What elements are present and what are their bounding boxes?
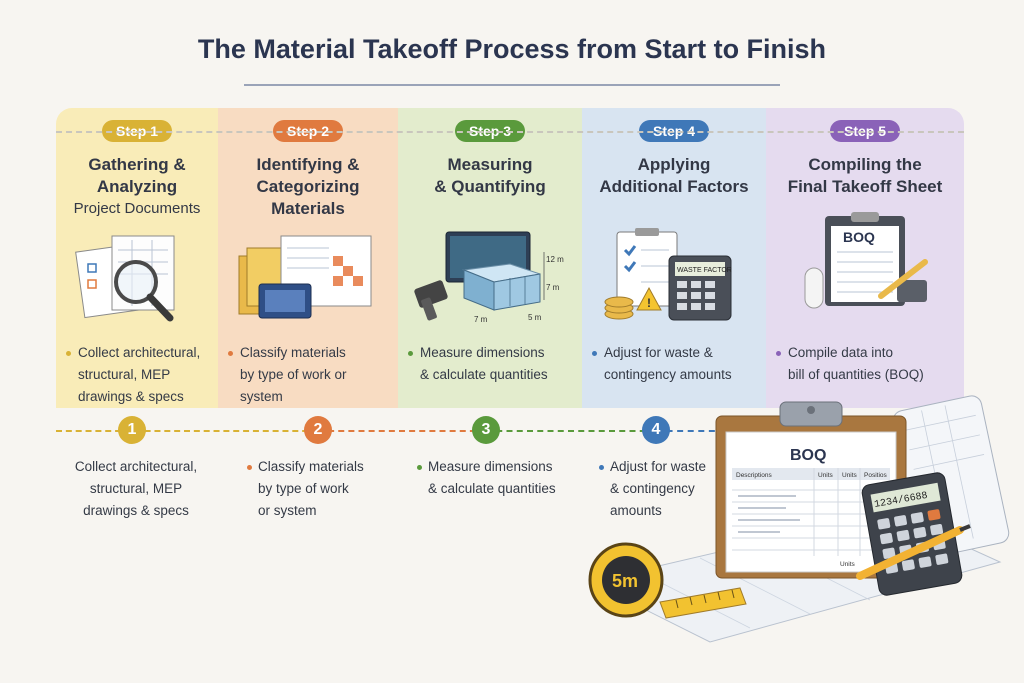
col-descriptions: Descriptions — [736, 472, 773, 479]
col-units-2: Units — [842, 472, 858, 479]
desc-line: Measure dimensions — [420, 342, 576, 364]
steps-panel: Step 1 Gathering & Analyzing Project Doc… — [56, 108, 964, 408]
3d-model-measure-icon: 12 m 7 m 5 m 7 m — [410, 226, 570, 326]
desc-line: Classify materials — [240, 342, 392, 364]
col-positios: Positios — [864, 472, 888, 479]
page-title: The Material Takeoff Process from Start … — [0, 34, 1024, 65]
step-5-column: Step 5 Compiling the Final Takeoff Sheet… — [766, 108, 964, 408]
step-5-heading: Compiling the Final Takeoff Sheet — [770, 154, 960, 198]
step-3-heading: Measuring & Quantifying — [402, 154, 578, 198]
bullet-dot — [592, 351, 597, 356]
step-5-heading-line: Final Takeoff Sheet — [770, 176, 960, 198]
bottom-desc-line: structural, MEP — [70, 478, 202, 500]
step-1-heading-line: Gathering & — [60, 154, 214, 176]
desc-line: system — [240, 386, 392, 408]
desc-line: contingency amounts — [604, 364, 760, 386]
dim-height-label: 12 m — [546, 255, 564, 264]
folders-drawings-icon — [233, 226, 383, 326]
tape-label: 5m — [612, 571, 638, 591]
col-units: Units — [818, 472, 834, 479]
bullet-dot — [66, 351, 71, 356]
bullet-dot — [228, 351, 233, 356]
step-5-heading-line: Compiling the — [770, 154, 960, 176]
step-4-heading-line: Applying — [586, 154, 762, 176]
step-4-heading-line: Additional Factors — [586, 176, 762, 198]
bottom-desc-line: by type of work — [258, 478, 364, 500]
desc-line: Adjust for waste & — [604, 342, 760, 364]
step-3-heading-line: Measuring — [402, 154, 578, 176]
bottom-description-1: Collect architectural, structural, MEP d… — [70, 456, 202, 522]
boq-label: BOQ — [843, 229, 875, 245]
desc-line: by type of work or — [240, 364, 392, 386]
step-2-column: Step 2 Identifying & Categorizing Materi… — [218, 108, 398, 408]
step-1-column: Step 1 Gathering & Analyzing Project Doc… — [56, 108, 218, 408]
bullet-dot — [408, 351, 413, 356]
step-3-column: Step 3 Measuring & Quantifying 12 m 7 m … — [398, 108, 582, 408]
documents-magnifier-icon — [72, 226, 202, 326]
bottom-description-2: Classify materials by type of work or sy… — [258, 456, 364, 522]
title-underline — [244, 84, 780, 86]
step-1-description: Collect architectural, structural, MEP d… — [78, 342, 212, 408]
bullet-dot — [417, 465, 422, 470]
step-2-heading: Identifying & Categorizing Materials — [222, 154, 394, 220]
step-2-heading-line: Materials — [222, 198, 394, 220]
desc-line: Collect architectural, — [78, 342, 212, 364]
bottom-desc-line: & calculate quantities — [428, 478, 556, 500]
step-1-heading: Gathering & Analyzing Project Documents — [60, 154, 214, 220]
svg-text:!: ! — [647, 296, 651, 310]
dim-depth-label: 7 m — [546, 283, 560, 292]
bottom-desc-line: drawings & specs — [70, 500, 202, 522]
desc-line: Compile data into — [788, 342, 958, 364]
step-3-description: Measure dimensions & calculate quantitie… — [420, 342, 576, 386]
timeline-segment-2 — [318, 430, 486, 432]
boq-clipboard-icon: BOQ — [785, 208, 945, 312]
bottom-desc-line: Collect architectural, — [70, 456, 202, 478]
clipboard-title: BOQ — [790, 447, 826, 464]
clipboard-footer-label: Units — [840, 561, 856, 568]
step-1-heading-line: Project Documents — [60, 198, 214, 220]
timeline-number-3: 3 — [472, 416, 500, 444]
top-dashed-connector — [56, 131, 964, 133]
desc-line: & calculate quantities — [420, 364, 576, 386]
calc-label: WASTE FACTOR — [677, 267, 732, 274]
calculator-coins-icon: WASTE FACTOR ! — [599, 226, 749, 326]
bullet-dot — [776, 351, 781, 356]
step-4-column: Step 4 Applying Additional Factors WASTE… — [582, 108, 766, 408]
desc-line: drawings & specs — [78, 386, 212, 408]
timeline-number-2: 2 — [304, 416, 332, 444]
step-2-description: Classify materials by type of work or sy… — [240, 342, 392, 408]
step-5-description: Compile data into bill of quantities (BO… — [788, 342, 958, 386]
desc-line: bill of quantities (BOQ) — [788, 364, 958, 386]
bottom-desc-line: Classify materials — [258, 456, 364, 478]
step-2-heading-line: Identifying & — [222, 154, 394, 176]
step-4-description: Adjust for waste & contingency amounts — [604, 342, 760, 386]
bullet-dot — [247, 465, 252, 470]
timeline-number-1: 1 — [118, 416, 146, 444]
boq-tools-illustration: BOQ Descriptions Units Units Positios Un… — [560, 392, 1020, 682]
step-2-heading-line: Categorizing — [222, 176, 394, 198]
dim-width-label: 5 m — [528, 313, 542, 322]
step-1-heading-line: Analyzing — [60, 176, 214, 198]
timeline-segment-1 — [56, 430, 318, 432]
bottom-desc-line: or system — [258, 500, 364, 522]
bottom-description-3: Measure dimensions & calculate quantitie… — [428, 456, 556, 500]
dim-length-label: 7 m — [474, 315, 488, 324]
desc-line: structural, MEP — [78, 364, 212, 386]
step-3-heading-line: & Quantifying — [402, 176, 578, 198]
bottom-desc-line: Measure dimensions — [428, 456, 556, 478]
step-4-heading: Applying Additional Factors — [586, 154, 762, 198]
